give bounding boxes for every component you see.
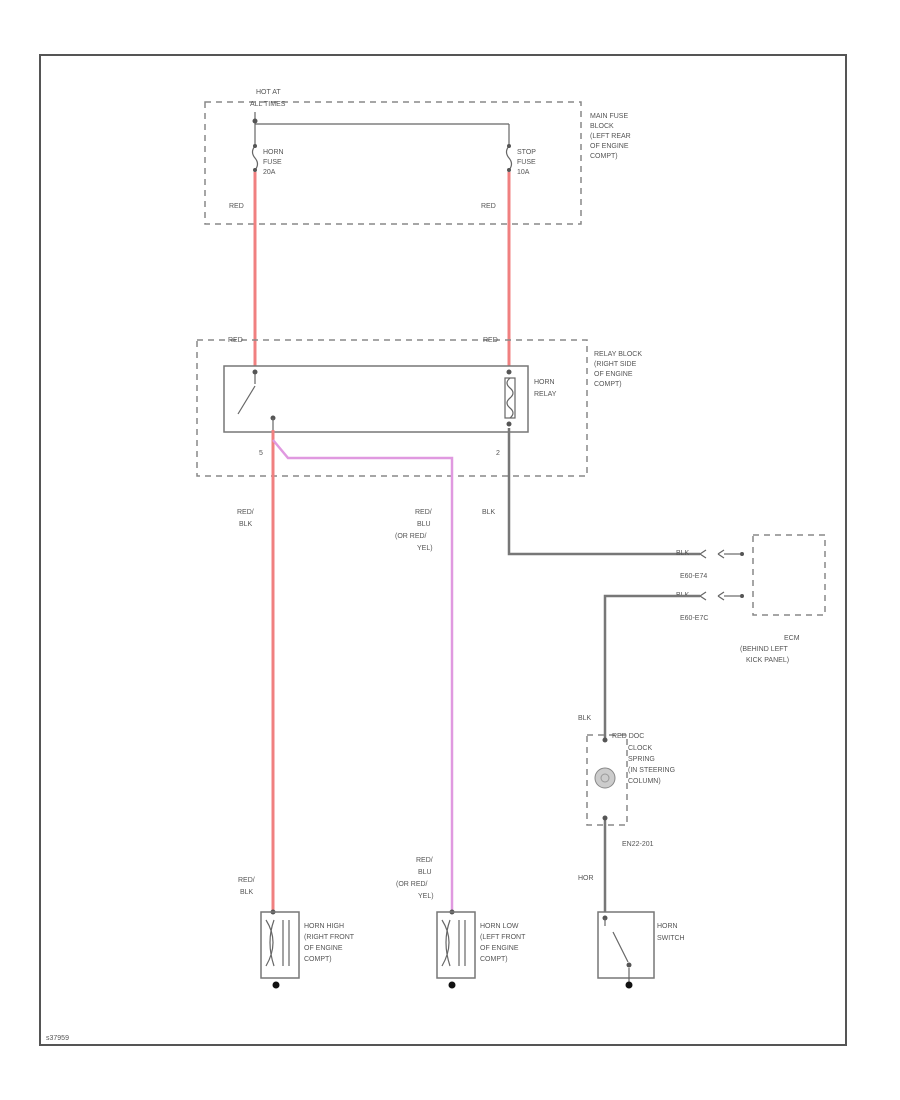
label-red-blk-lower-1: RED/ <box>238 877 255 884</box>
label-red-blu-upper-1: RED/ <box>415 509 432 516</box>
label-red-blk-upper-1: RED/ <box>237 509 254 516</box>
ecm-connector-2-id: E60-E7C <box>680 615 708 622</box>
ecm-connector-1-id: E60-E74 <box>680 573 707 580</box>
wire-blk-ecm-to-clock-spring <box>603 594 700 740</box>
horn-low-ground <box>448 981 456 989</box>
horn-switch-box <box>597 911 655 979</box>
clock-spring-name-1: CLOCK <box>628 745 652 752</box>
label-blk-clock: BLK <box>578 715 592 722</box>
fuse-block-name-3: (LEFT REAR <box>590 133 631 140</box>
stop-fuse-line3: 10A <box>517 169 530 176</box>
horn-low-line1: HORN LOW <box>480 923 519 930</box>
label-red-blu-lower-4: YEL) <box>418 893 434 900</box>
figure-id: s37959 <box>46 1035 69 1042</box>
wire-red-blu-horn-low <box>272 439 454 912</box>
relay-pin-right: 2 <box>496 450 500 457</box>
clock-spring-name-2: SPRING <box>628 756 655 763</box>
horn-low-line4: COMPT) <box>480 956 508 963</box>
clock-spring-name-4: COLUMN) <box>628 778 661 785</box>
relay-contact-switch <box>237 369 276 430</box>
horn-relay-box <box>223 365 529 433</box>
label-red-blk-upper-2: BLK <box>239 521 253 528</box>
label-blk-relay: BLK <box>482 509 496 516</box>
clock-spring-bottom-connector: EN22-201 <box>622 841 654 848</box>
wire-label-red-left: RED <box>229 203 244 210</box>
horn-low: HORN LOW (LEFT FRONT OF ENGINE COMPT) <box>436 909 526 989</box>
horn-high-box <box>260 911 300 979</box>
horn-relay-line1: HORN <box>534 379 555 386</box>
horn-low-line3: OF ENGINE <box>480 945 519 952</box>
stop-fuse-line2: FUSE <box>517 159 536 166</box>
horn-relay-line2: RELAY <box>534 391 557 398</box>
hot-label-line1: HOT AT <box>256 89 281 96</box>
fuse-block-name-1: MAIN FUSE <box>590 113 628 120</box>
horn-high-line2: (RIGHT FRONT <box>304 934 355 941</box>
horn-fuse-line1: HORN <box>263 149 284 156</box>
label-red-blk-lower-2: BLK <box>240 889 254 896</box>
ecm-name-2: (BEHIND LEFT <box>740 646 789 653</box>
fuse-block-name-5: COMPT) <box>590 153 618 160</box>
relay-pin-left: 5 <box>259 450 263 457</box>
fuse-block-name-2: BLOCK <box>590 123 614 130</box>
clock-spring-top-connector: RED DOC <box>612 733 644 740</box>
ecm-name-3: KICK PANEL) <box>746 657 789 664</box>
fuse-block-name-4: OF ENGINE <box>590 143 629 150</box>
wire-blk-relay-to-ecm <box>507 428 700 556</box>
horn-high-line1: HORN HIGH <box>304 923 344 930</box>
label-red-blu-upper-3: (OR RED/ <box>395 533 427 540</box>
horn-high-ground <box>272 981 280 989</box>
horn-fuse-line2: FUSE <box>263 159 282 166</box>
clock-spring-name-3: (IN STEERING <box>628 767 675 774</box>
horn-low-line2: (LEFT FRONT <box>480 934 526 941</box>
hot-label-line2: ALL TIMES <box>250 101 286 108</box>
stop-fuse: STOP FUSE 10A <box>505 144 536 176</box>
fuse-block-outline <box>204 101 582 225</box>
clock-spring-icon <box>594 767 616 789</box>
horn-low-box <box>436 911 476 979</box>
clock-spring-outline <box>586 734 628 826</box>
relay-block-name-2: (RIGHT SIDE <box>594 361 637 368</box>
label-red-blu-upper-4: YEL) <box>417 545 433 552</box>
horn-fuse-line3: 20A <box>263 169 276 176</box>
horn-switch-ground <box>625 981 633 989</box>
diagram-frame <box>39 54 847 1046</box>
label-red-blu-lower-1: RED/ <box>416 857 433 864</box>
main-fuse-block: HOT AT ALL TIMES HORN FUSE 20A STOP FUSE… <box>204 89 631 225</box>
label-hor-wire: HOR <box>578 875 594 882</box>
stop-fuse-line1: STOP <box>517 149 536 156</box>
horn-high: HORN HIGH (RIGHT FRONT OF ENGINE COMPT) <box>260 909 355 989</box>
label-red-blu-upper-2: BLU <box>417 521 431 528</box>
ecm-outline <box>752 534 826 616</box>
wire-label-red-right: RED <box>481 203 496 210</box>
horn-switch: HORN SWITCH <box>597 911 685 989</box>
relay-label-red-right: RED <box>483 337 498 344</box>
relay-block-name-4: COMPT) <box>594 381 622 388</box>
label-red-blu-lower-2: BLU <box>418 869 432 876</box>
horn-high-line4: COMPT) <box>304 956 332 963</box>
relay-block-name-3: OF ENGINE <box>594 371 633 378</box>
label-red-blu-lower-3: (OR RED/ <box>396 881 428 888</box>
relay-coil <box>504 369 516 427</box>
relay-block-outline <box>196 339 588 477</box>
relay-block: RED RED HORN RELAY RELAY BLOCK (RIGHT SI… <box>196 337 642 477</box>
clock-spring: RED DOC CLOCK SPRING (IN STEERING COLUMN… <box>586 733 675 848</box>
horn-high-line3: OF ENGINE <box>304 945 343 952</box>
relay-block-name-1: RELAY BLOCK <box>594 351 642 358</box>
horn-switch-line2: SWITCH <box>657 935 685 942</box>
ecm-connector-1-label: BLK <box>676 550 690 557</box>
relay-label-red-left: RED <box>228 337 243 344</box>
ecm-name-1: ECM <box>784 635 800 642</box>
horn-switch-line1: HORN <box>657 923 678 930</box>
horn-fuse: HORN FUSE 20A <box>251 144 284 176</box>
